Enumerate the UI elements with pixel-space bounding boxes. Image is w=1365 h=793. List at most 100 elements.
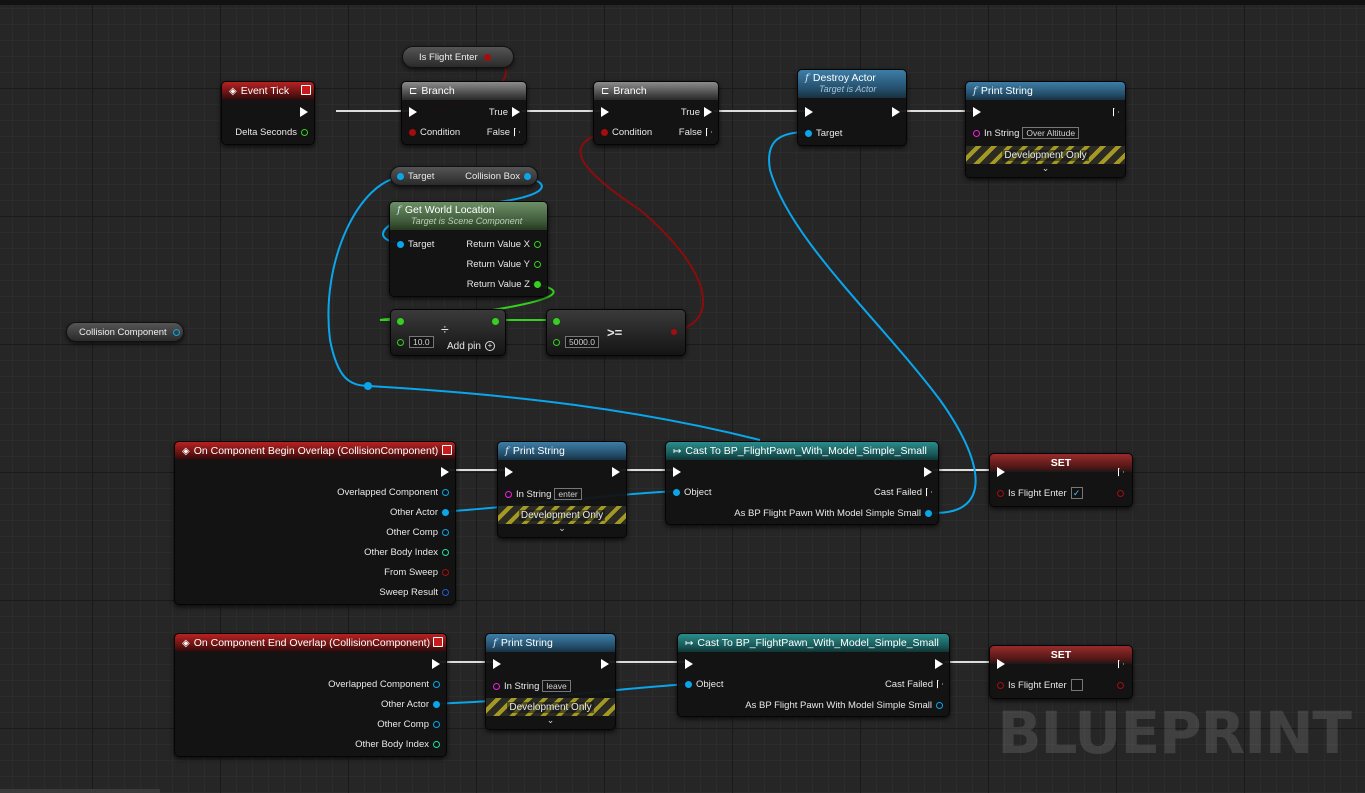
branch-node-2[interactable]: ⊏ Branch True Condition False [593,81,719,145]
exec-output-pin[interactable] [892,107,900,117]
end-overlap-event-node[interactable]: ◈ On Component End Overlap (CollisionCom… [174,633,447,757]
object-output-pin[interactable] [433,720,440,728]
delegate-pin-icon[interactable] [442,445,452,455]
exec-output-pin[interactable] [300,107,308,117]
bool-checkbox[interactable] [1070,679,1083,691]
exec-output-pin[interactable] [1118,659,1124,669]
delegate-pin-icon[interactable] [433,637,443,647]
set-is-flight-enter-node-2[interactable]: SET Is Flight Enter [989,645,1133,699]
cast-to-flightpawn-node-2[interactable]: ↦ Cast To BP_FlightPawn_With_Model_Simpl… [677,633,950,717]
object-output-pin[interactable] [936,701,943,709]
exec-input-pin[interactable] [505,467,513,477]
float-output-pin-y[interactable] [534,260,541,268]
exec-input-pin[interactable] [997,659,1005,669]
bool-output-pin[interactable] [1117,489,1124,497]
exec-input-pin[interactable] [601,107,609,117]
exec-true-pin[interactable] [704,107,712,117]
collision-box-getter-node[interactable]: Target Collision Box [390,166,538,186]
int-output-pin[interactable] [442,548,449,556]
in-string-input[interactable]: Over Altitude [1022,127,1080,139]
in-string-input[interactable]: enter [554,488,582,500]
exec-output-pin[interactable] [1118,467,1124,477]
exec-cast-failed-pin[interactable] [926,487,932,497]
is-flight-enter-getter-node[interactable]: Is Flight Enter [402,46,514,68]
string-input-pin[interactable] [973,129,980,137]
string-input-pin[interactable] [493,682,500,690]
expand-chevron-icon[interactable]: ⌄ [558,523,566,533]
float-input-pin-a[interactable] [397,317,404,325]
object-input-pin[interactable] [685,680,692,688]
exec-input-pin[interactable] [997,467,1005,477]
add-pin-label[interactable]: Add pin [447,340,481,352]
exec-output-pin[interactable] [1113,107,1119,117]
object-output-pin[interactable] [925,509,932,517]
target-input-pin[interactable] [397,240,404,248]
threshold-input[interactable]: 5000.0 [565,336,599,348]
bool-input-pin[interactable] [997,681,1004,689]
float-input-pin-b[interactable] [553,338,560,346]
float-output-pin[interactable] [301,128,308,136]
bool-input-pin[interactable] [997,489,1004,497]
in-string-input[interactable]: leave [542,680,571,692]
bottom-scrollbar[interactable] [0,789,160,793]
exec-input-pin[interactable] [409,107,417,117]
exec-input-pin[interactable] [973,107,981,117]
collision-component-getter-node[interactable]: Collision Component [66,322,184,342]
exec-output-pin[interactable] [441,467,449,477]
bool-output-pin[interactable] [442,568,449,576]
compare-node[interactable]: >= 5000.0 [546,309,686,356]
exec-false-pin[interactable] [514,127,520,137]
branch-node-1[interactable]: ⊏ Branch True Condition False [401,81,527,145]
exec-true-pin[interactable] [512,107,520,117]
float-output-pin-z[interactable] [534,280,541,288]
exec-cast-failed-pin[interactable] [937,679,943,689]
object-output-pin[interactable] [442,528,449,536]
object-input-pin[interactable] [673,488,680,496]
object-output-pin[interactable] [172,328,180,336]
float-output-pin[interactable] [492,317,499,325]
exec-output-pin[interactable] [935,659,943,669]
condition-input-pin[interactable] [601,128,608,136]
event-tick-node[interactable]: ◈ Event Tick Delta Seconds [221,81,315,145]
exec-output-pin[interactable] [601,659,609,669]
divide-node[interactable]: ÷ 10.0 Add pin + [390,309,506,356]
exec-false-pin[interactable] [706,127,712,137]
target-input-pin[interactable] [397,172,404,180]
exec-input-pin[interactable] [685,659,693,669]
exec-input-pin[interactable] [493,659,501,669]
exec-input-pin[interactable] [673,467,681,477]
object-output-pin[interactable] [442,488,449,496]
expand-chevron-icon[interactable]: ⌄ [1041,163,1050,173]
target-input-pin[interactable] [805,129,812,137]
string-input-pin[interactable] [505,490,512,498]
exec-input-pin[interactable] [805,107,813,117]
divisor-input[interactable]: 10.0 [409,336,434,348]
object-output-pin[interactable] [524,172,531,180]
cast-to-flightpawn-node-1[interactable]: ↦ Cast To BP_FlightPawn_With_Model_Simpl… [665,441,939,525]
condition-input-pin[interactable] [409,128,416,136]
object-output-pin[interactable] [442,508,449,516]
exec-output-pin[interactable] [432,659,440,669]
add-pin-icon[interactable]: + [484,341,495,351]
set-is-flight-enter-node-1[interactable]: SET Is Flight Enter ✓ [989,453,1133,507]
bool-output-pin[interactable] [1117,681,1124,689]
exec-output-pin[interactable] [612,467,620,477]
bool-checkbox[interactable]: ✓ [1070,487,1083,499]
float-input-pin-b[interactable] [397,338,404,346]
int-output-pin[interactable] [433,740,440,748]
exec-output-pin[interactable] [924,467,932,477]
bool-output-pin[interactable] [671,329,677,335]
object-output-pin[interactable] [433,680,440,688]
delegate-pin-icon[interactable] [301,85,311,95]
float-output-pin-x[interactable] [534,240,541,248]
float-input-pin-a[interactable] [553,317,560,325]
expand-chevron-icon[interactable]: ⌄ [546,715,555,725]
object-output-pin[interactable] [433,700,440,708]
begin-overlap-event-node[interactable]: ◈ On Component Begin Overlap (CollisionC… [174,441,456,605]
